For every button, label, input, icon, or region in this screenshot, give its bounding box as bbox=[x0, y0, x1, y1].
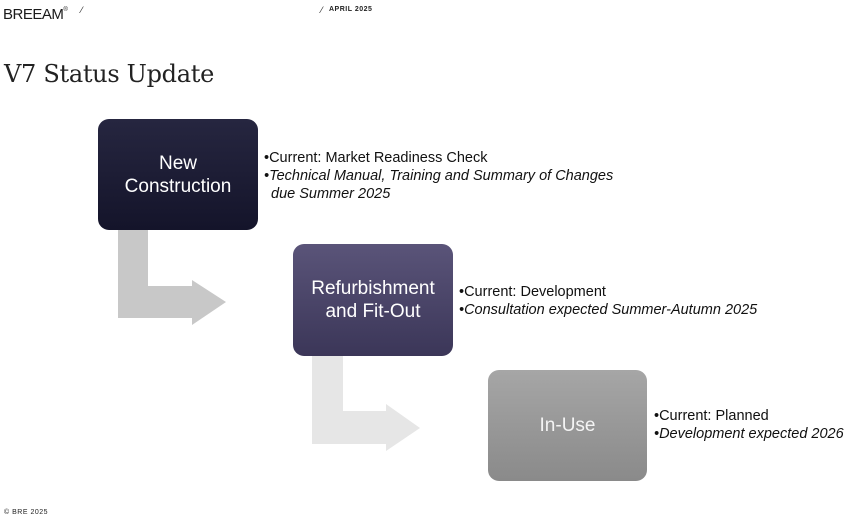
slash-mark-icon: ⁄ bbox=[81, 5, 83, 15]
stage1-bullets: •Current: Market Readiness Check •Techni… bbox=[264, 149, 613, 203]
stage3-bullets: •Current: Planned •Development expected … bbox=[654, 407, 844, 443]
bullet-next-milestone: •Technical Manual, Training and Summary … bbox=[264, 168, 614, 184]
breeam-logo: BREEAM® bbox=[3, 6, 68, 23]
stage-in-use: In-Use bbox=[488, 370, 647, 481]
stage2-bullets: •Current: Development •Consultation expe… bbox=[459, 283, 757, 319]
bullet-current-status: •Current: Market Readiness Check bbox=[264, 150, 488, 166]
bent-arrow-2 bbox=[312, 356, 420, 451]
bullet-current-status: •Current: Development bbox=[459, 284, 606, 300]
slash-mark-icon: ⁄ bbox=[321, 5, 323, 15]
header-date: APRIL 2025 bbox=[329, 6, 373, 13]
footer-copyright: © BRE 2025 bbox=[4, 509, 49, 516]
bullet-next-milestone-cont: due Summer 2025 bbox=[271, 186, 391, 202]
bullet-next-milestone: •Consultation expected Summer-Autumn 202… bbox=[459, 302, 758, 318]
page-title: V7 Status Update bbox=[4, 60, 214, 88]
bullet-next-milestone: •Development expected 2026 bbox=[654, 426, 844, 442]
bullet-current-status: •Current: Planned bbox=[654, 408, 769, 424]
bent-arrow-1 bbox=[118, 230, 226, 325]
